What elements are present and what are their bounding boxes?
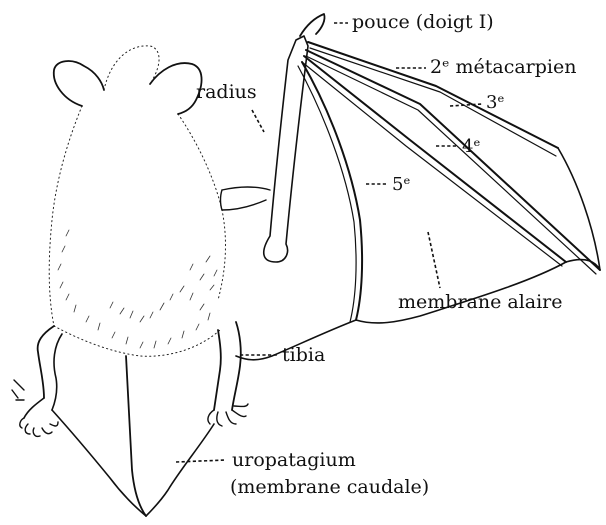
leader-radius xyxy=(252,110,264,132)
thumb xyxy=(300,14,325,36)
label-pouce: pouce (doigt I) xyxy=(352,11,494,33)
left-ear xyxy=(54,61,104,106)
finger-4 xyxy=(304,56,566,262)
label-tibia: tibia xyxy=(282,344,325,366)
labels: pouce (doigt I) 2ᵉ métacarpien 3ᵉ 4ᵉ 5ᵉ … xyxy=(196,11,576,498)
fur-strokes xyxy=(58,230,217,348)
label-radius: radius xyxy=(196,81,257,103)
torso-fur-right xyxy=(178,114,225,300)
label-doigt-5: 5ᵉ xyxy=(392,174,410,195)
right-leg-tibia xyxy=(214,330,221,410)
legs xyxy=(12,322,248,516)
label-doigt-3: 3ᵉ xyxy=(486,92,504,113)
left-foot xyxy=(12,380,58,436)
torso-fur-left xyxy=(49,106,82,326)
label-doigt-4: 4ᵉ xyxy=(462,136,480,157)
radius-bone xyxy=(264,36,308,262)
left-leg xyxy=(38,326,54,398)
torso-fur-bottom xyxy=(54,326,220,356)
inner-membrane xyxy=(222,187,270,190)
label-uropatagium: uropatagium xyxy=(232,449,356,471)
uropatagium-membrane xyxy=(52,410,214,516)
right-ear xyxy=(150,63,202,114)
label-membrane-alaire: membrane alaire xyxy=(398,291,563,313)
leader-membrane-alaire xyxy=(428,232,440,288)
leader-uropatagium xyxy=(176,460,226,462)
finger-5 xyxy=(302,62,362,320)
label-metacarpien-2: 2ᵉ métacarpien xyxy=(430,56,576,78)
label-membrane-caudale: (membrane caudale) xyxy=(230,476,429,498)
tail xyxy=(126,356,146,516)
